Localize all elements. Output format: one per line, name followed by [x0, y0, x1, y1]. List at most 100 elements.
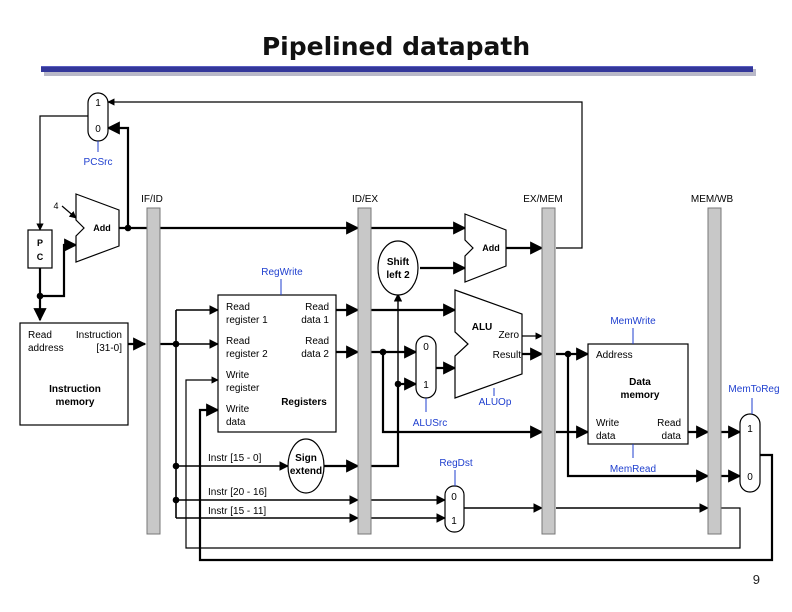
slide-title: Pipelined datapath — [261, 32, 531, 61]
alu-result-label: Result — [493, 350, 522, 361]
regdst-mux-input-0: 0 — [451, 492, 457, 503]
alu-label: ALU — [472, 322, 493, 333]
reg-write-register-b: register — [226, 383, 260, 394]
alusrc-mux-input-1: 1 — [423, 380, 429, 391]
junction-signext — [394, 380, 402, 388]
dmem-read-data-a: Read — [657, 418, 681, 429]
data-memory — [587, 343, 689, 445]
junction-alu-result — [564, 350, 572, 358]
memtoreg-mux-input-1: 1 — [747, 424, 753, 435]
wires — [33, 98, 774, 562]
instruction-memory — [19, 322, 129, 426]
branch-adder — [464, 213, 507, 283]
pipeline-label-mem-wb: MEM/WB — [691, 194, 734, 205]
pc-adder — [75, 193, 120, 263]
sign-extend-label-2: extend — [290, 466, 322, 477]
imem-name-2: memory — [56, 397, 95, 408]
title-rule-shadow — [44, 69, 756, 76]
pc-label-top: P — [37, 238, 43, 248]
aluop-label: ALUOp — [479, 397, 512, 408]
wire-pc-to-adder — [40, 238, 78, 298]
wire-result-memwb — [566, 354, 710, 483]
wire-const-4 — [61, 205, 77, 219]
imem-read-label: Read — [28, 330, 52, 341]
register-file — [217, 294, 337, 433]
memtoreg-mux — [739, 413, 761, 493]
pipeline-register-id-ex — [357, 207, 372, 535]
page-number: 9 — [752, 572, 760, 587]
shift-left-label-2: left 2 — [386, 270, 410, 281]
shift-left-2-unit — [377, 240, 419, 296]
dmem-write-data-a: Write — [596, 418, 620, 429]
wire-write-data — [198, 403, 774, 562]
sign-extend-unit — [287, 438, 325, 494]
reg-read-data-1-b: data 1 — [301, 315, 329, 326]
wire-read-data2-exmem — [381, 352, 544, 439]
program-counter — [27, 229, 53, 269]
junction-instr — [172, 340, 180, 348]
memtoreg-mux-input-0: 0 — [747, 472, 753, 483]
reg-write-register-a: Write — [226, 370, 250, 381]
pc-adder-label: Add — [93, 223, 111, 233]
reg-read-register-1-b: register 1 — [226, 315, 268, 326]
instr-field-20-16: Instr [20 - 16] — [208, 487, 267, 498]
pipeline-label-ex-mem: EX/MEM — [523, 194, 562, 205]
reg-read-register-2-a: Read — [226, 336, 250, 347]
imem-name-1: Instruction — [49, 384, 101, 395]
junctions — [36, 224, 572, 504]
regdst-mux-input-1: 1 — [451, 516, 457, 527]
title-rule — [41, 66, 753, 72]
dmem-name-1: Data — [629, 377, 651, 388]
pipeline-label-if-id: IF/ID — [141, 194, 163, 205]
sign-extend-label-1: Sign — [295, 453, 317, 464]
reg-read-register-2-b: register 2 — [226, 349, 268, 360]
dmem-read-data-b: data — [662, 431, 682, 442]
imem-bits-label: [31-0] — [96, 343, 122, 354]
wire-pcmux-to-pc — [36, 115, 88, 231]
pc-label-bottom: C — [37, 252, 44, 262]
register-file-name: Registers — [281, 397, 327, 408]
alusrc-mux-input-0: 0 — [423, 342, 429, 353]
pipeline-register-ex-mem — [541, 207, 556, 535]
wire-signext-to-alusrc — [370, 377, 418, 468]
alu-zero-label: Zero — [498, 330, 519, 341]
regdst-label: RegDst — [439, 458, 473, 469]
memread-label: MemRead — [610, 464, 656, 475]
pipeline-label-id-ex: ID/EX — [352, 194, 378, 205]
reg-read-data-2-b: data 2 — [301, 349, 329, 360]
junction-pc — [36, 292, 44, 300]
shift-left-label-1: Shift — [387, 257, 410, 268]
pcsrc-mux-input-1: 1 — [95, 98, 101, 109]
reg-read-register-1-a: Read — [226, 302, 250, 313]
dmem-name-2: memory — [621, 390, 660, 401]
alusrc-label: ALUSrc — [413, 418, 447, 429]
pipeline-register-if-id — [146, 207, 161, 535]
pipeline-registers — [146, 207, 722, 535]
memwrite-label: MemWrite — [610, 316, 656, 327]
wire-write-register — [185, 376, 741, 549]
imem-address-label: address — [28, 343, 64, 354]
pcsrc-label: PCSrc — [84, 157, 113, 168]
reg-read-data-1-a: Read — [305, 302, 329, 313]
instr-field-15-0: Instr [15 - 0] — [208, 453, 262, 464]
dmem-write-data-b: data — [596, 431, 616, 442]
junction-instr-15-0 — [172, 462, 180, 470]
reg-write-data-a: Write — [226, 404, 250, 415]
wire-adder-to-pcmux — [106, 121, 130, 228]
reg-write-data-b: data — [226, 417, 246, 428]
junction-instr-20-16 — [172, 496, 180, 504]
pipeline-register-mem-wb — [707, 207, 722, 535]
imem-instruction-label: Instruction — [76, 330, 122, 341]
wire-branch-to-pcmux — [107, 98, 583, 249]
pc-adder-constant: 4 — [53, 201, 58, 211]
pcsrc-mux-input-0: 0 — [95, 124, 101, 135]
branch-adder-label: Add — [482, 243, 500, 253]
junction-pc4 — [124, 224, 132, 232]
instr-field-15-11: Instr [15 - 11] — [208, 506, 266, 517]
regwrite-label: RegWrite — [261, 267, 303, 278]
junction-read-data2 — [379, 348, 387, 356]
dmem-address-label: Address — [596, 350, 633, 361]
memtoreg-label: MemToReg — [728, 384, 779, 395]
alu — [454, 289, 523, 399]
